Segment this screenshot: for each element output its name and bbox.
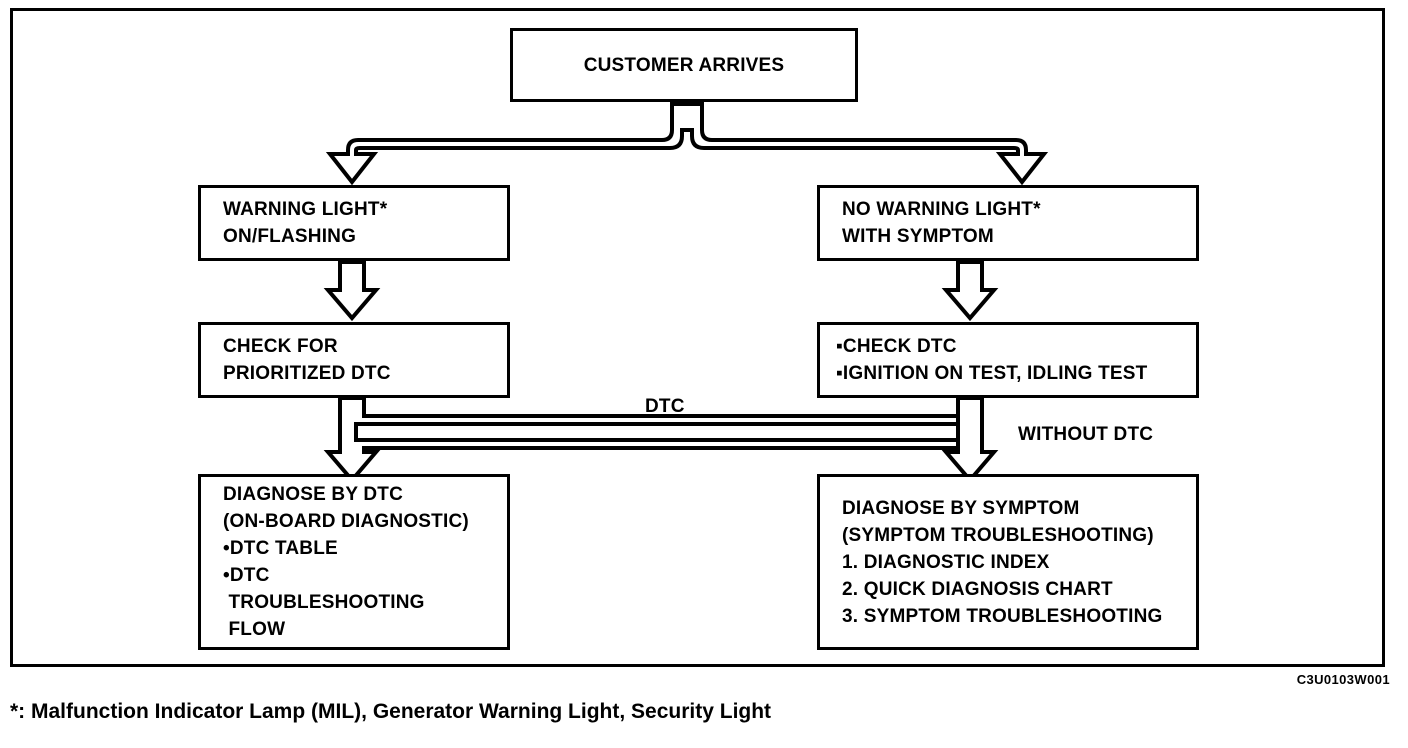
node-line: CHECK FOR <box>223 336 338 357</box>
node-line: CUSTOMER ARRIVES <box>583 54 785 76</box>
node-line: NO WARNING LIGHT* <box>842 199 1041 220</box>
node-line: DIAGNOSE BY SYMPTOM <box>842 497 1080 519</box>
node-line: ON/FLASHING <box>223 226 357 247</box>
node-line: PRIORITIZED DTC <box>223 363 391 384</box>
node-line: 3. SYMPTOM TROUBLESHOOTING <box>842 605 1163 627</box>
node-line: ▪CHECK DTC <box>836 336 957 357</box>
node-diagnose-by-symptom: DIAGNOSE BY SYMPTOM (SYMPTOM TROUBLESHOO… <box>817 474 1199 650</box>
node-warning-light-on-flashing: WARNING LIGHT* ON/FLASHING <box>198 185 510 261</box>
node-line: (SYMPTOM TROUBLESHOOTING) <box>842 524 1154 546</box>
node-line: TROUBLESHOOTING <box>223 592 425 613</box>
node-line: •DTC <box>223 565 270 586</box>
node-line: WITH SYMPTOM <box>842 226 994 247</box>
node-check-for-prioritized-dtc: CHECK FOR PRIORITIZED DTC <box>198 322 510 398</box>
node-check-dtc-and-tests: ▪CHECK DTC ▪IGNITION ON TEST, IDLING TES… <box>817 322 1199 398</box>
figure-footnote: *: Malfunction Indicator Lamp (MIL), Gen… <box>10 700 772 723</box>
node-line: •DTC TABLE <box>223 538 338 559</box>
node-diagnose-by-dtc: DIAGNOSE BY DTC (ON-BOARD DIAGNOSTIC) •D… <box>198 474 510 650</box>
node-line: 2. QUICK DIAGNOSIS CHART <box>842 578 1113 600</box>
figure-code: C3U0103W001 <box>1296 672 1390 687</box>
node-line: ▪IGNITION ON TEST, IDLING TEST <box>836 363 1148 384</box>
edge-label-dtc: DTC <box>645 396 685 417</box>
edge-label-without-dtc: WITHOUT DTC <box>1018 424 1154 445</box>
node-no-warning-light-with-symptom: NO WARNING LIGHT* WITH SYMPTOM <box>817 185 1199 261</box>
node-customer-arrives: CUSTOMER ARRIVES <box>510 28 858 102</box>
node-line: 1. DIAGNOSTIC INDEX <box>842 551 1050 573</box>
node-line: (ON-BOARD DIAGNOSTIC) <box>223 511 469 532</box>
node-line: WARNING LIGHT* <box>223 199 388 220</box>
node-line: DIAGNOSE BY DTC <box>223 484 404 505</box>
node-line: FLOW <box>223 619 286 640</box>
